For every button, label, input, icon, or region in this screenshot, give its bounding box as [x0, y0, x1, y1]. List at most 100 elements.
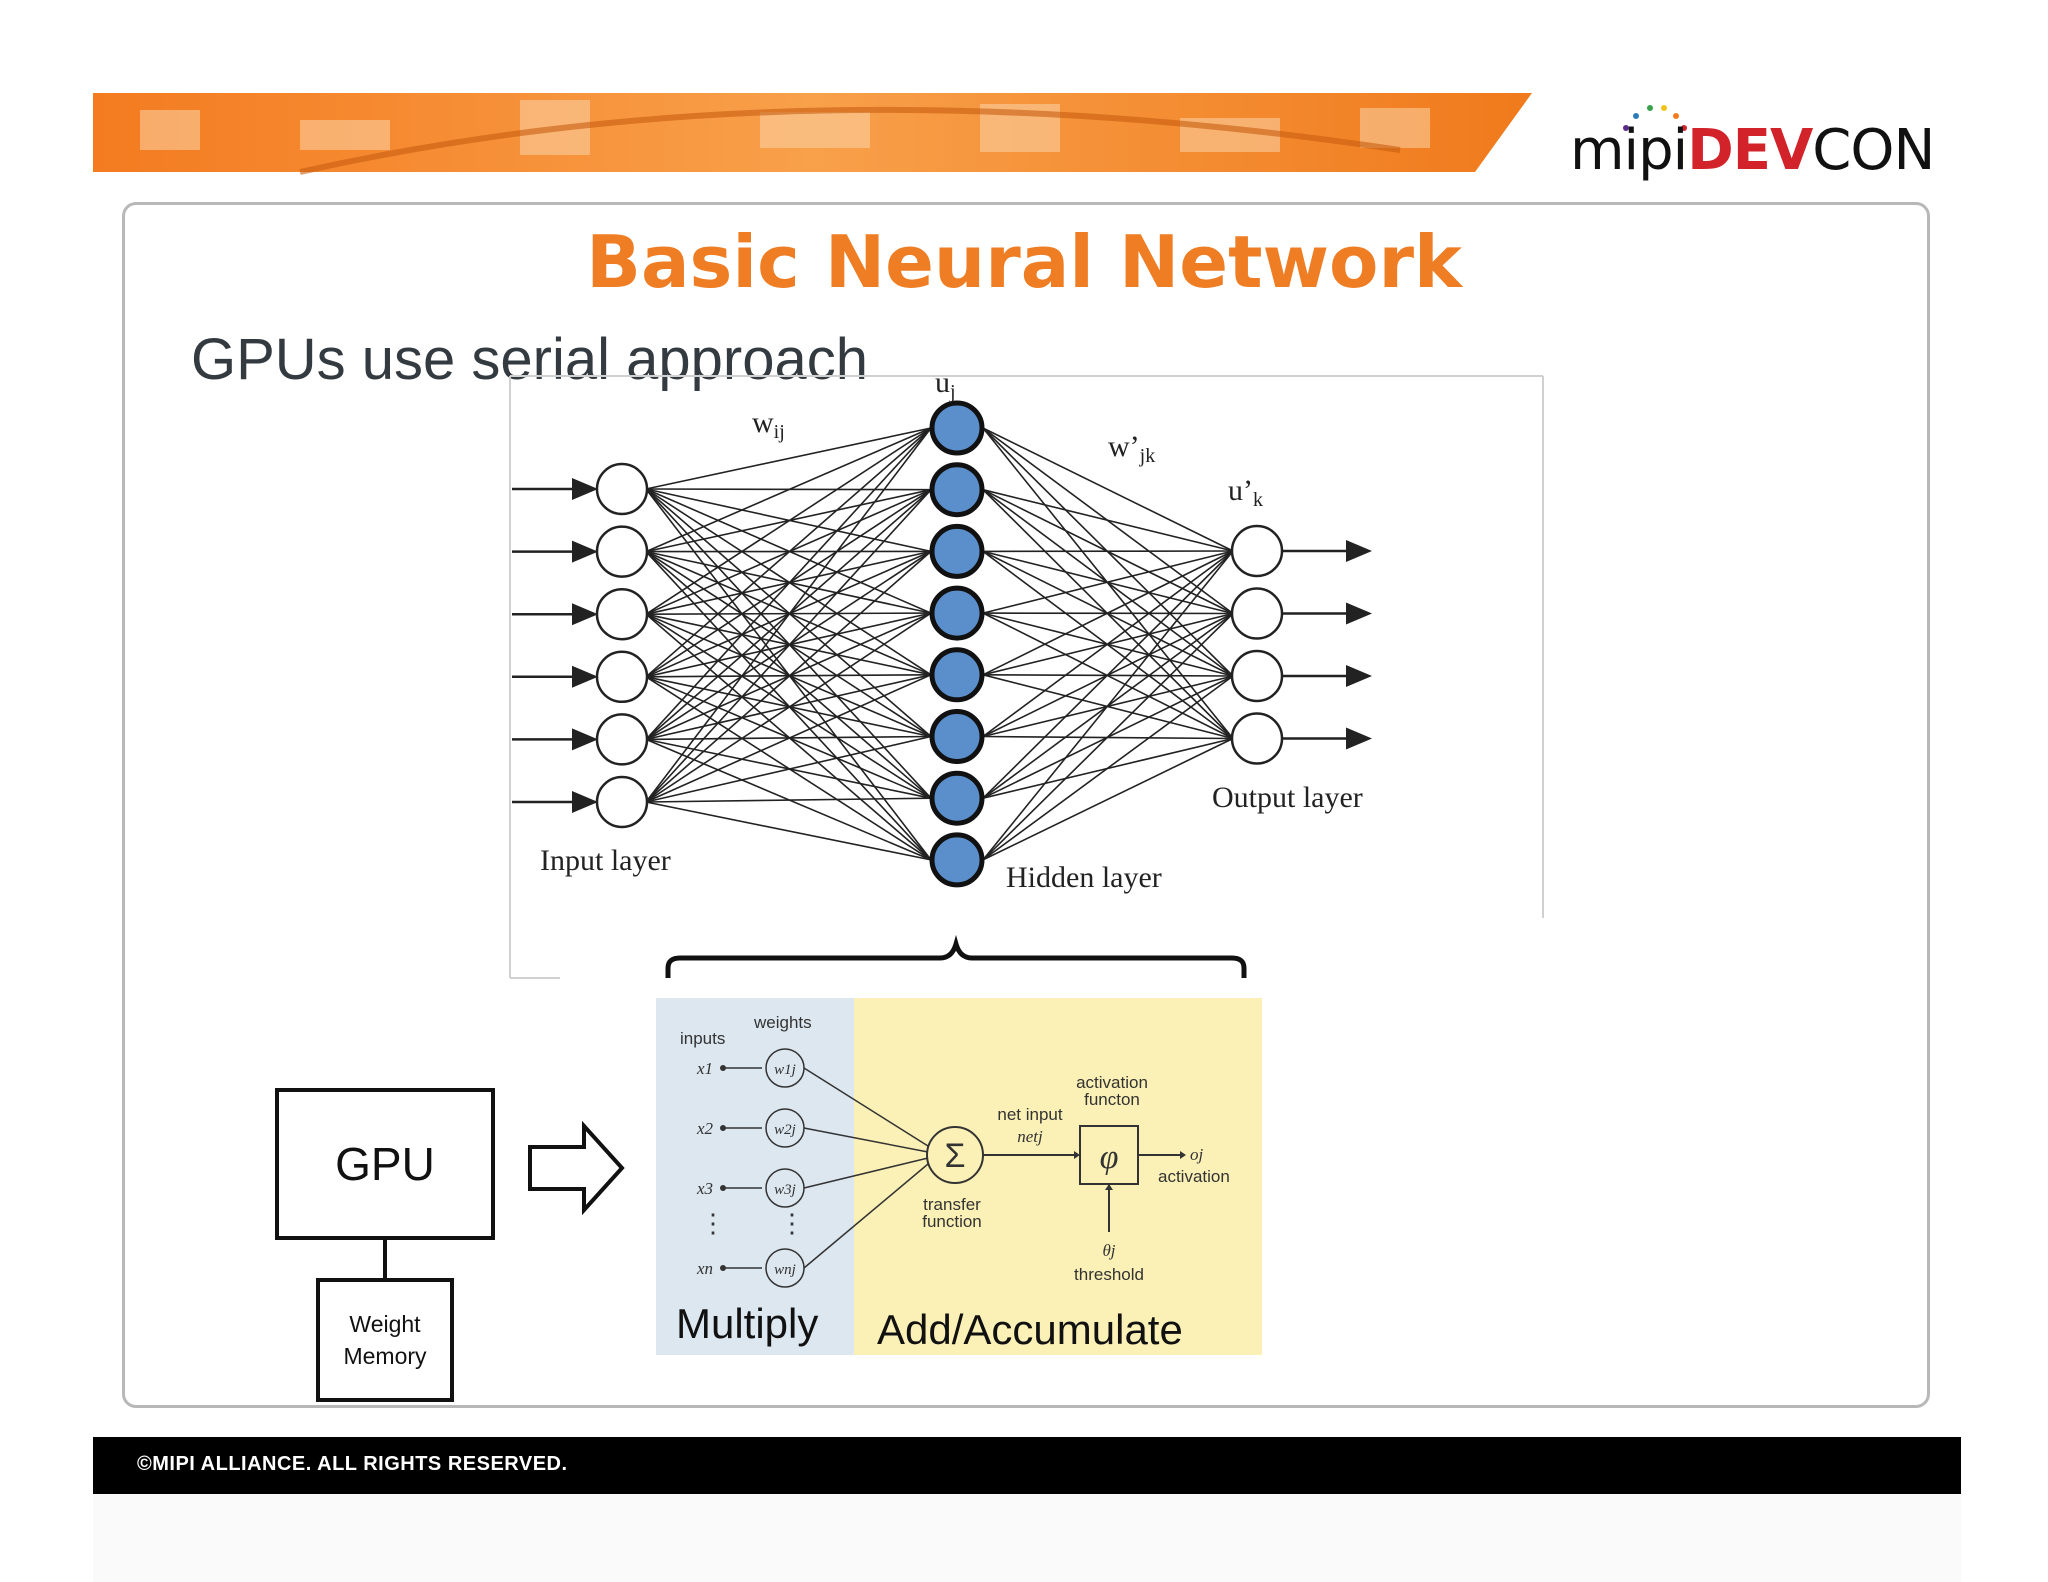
- sigma-symbol: Σ: [944, 1137, 965, 1175]
- label-wjk: w’jk: [1108, 430, 1155, 467]
- multiply-panel: [656, 998, 854, 1355]
- weight-to-sum-line: [803, 1127, 929, 1153]
- output-arrow-head-icon: [1346, 665, 1372, 687]
- edge-input-hidden: [645, 427, 932, 803]
- edge-input-hidden: [645, 550, 932, 803]
- edge-hidden-output: [982, 550, 1234, 676]
- threshold-label: threshold: [1074, 1265, 1144, 1284]
- weight-to-sum-line: [803, 1163, 929, 1269]
- multiply-label: Multiply: [676, 1300, 818, 1347]
- output-node: [1230, 712, 1284, 765]
- output-arrow-head-icon: [1346, 602, 1372, 625]
- label-output-layer: Output layer: [1212, 781, 1363, 814]
- edge-input-hidden: [645, 612, 932, 803]
- label-input-layer: Input layer: [540, 844, 671, 877]
- output-arrow-head-icon: [1346, 727, 1372, 750]
- footer-bar: ©MIPI ALLIANCE. ALL RIGHTS RESERVED.: [93, 1437, 1961, 1494]
- inputs-dots: ⋮: [700, 1209, 726, 1238]
- network-edges: [645, 427, 1234, 861]
- memory-label-1: Weight: [349, 1311, 421, 1337]
- transfer-label-2: function: [922, 1212, 982, 1231]
- curly-brace: [665, 934, 1247, 978]
- hidden-node: [929, 523, 985, 579]
- activation-label: activation: [1158, 1167, 1230, 1186]
- edge-input-hidden: [645, 427, 932, 615]
- phi-symbol: φ: [1100, 1139, 1119, 1176]
- edge-hidden-output: [982, 427, 1234, 552]
- logo-con: CON: [1812, 118, 1935, 183]
- output-node: [1230, 649, 1284, 703]
- edge-hidden-output: [982, 488, 1234, 552]
- gpu-arrow-icon: [528, 1120, 625, 1216]
- input-arrow-head-icon: [572, 665, 598, 688]
- input-node: [595, 713, 649, 766]
- slide-subtitle: GPUs use serial approach: [191, 327, 868, 392]
- weights-dots: ⋮: [779, 1209, 805, 1238]
- edge-hidden-output: [982, 737, 1234, 861]
- network-nodes: [595, 400, 1284, 888]
- label-wij: wij: [752, 406, 785, 443]
- input-symbol: x1: [696, 1059, 713, 1078]
- edge-input-hidden: [645, 489, 932, 803]
- edge-hidden-output: [982, 550, 1234, 738]
- content-frame: [122, 202, 1930, 1408]
- weight-symbol: wnj: [774, 1262, 796, 1278]
- hidden-node: [929, 585, 985, 641]
- weight-symbol: w1j: [774, 1062, 796, 1078]
- input-arrow-head-icon: [572, 603, 598, 626]
- input-symbol: xn: [696, 1259, 713, 1278]
- net-input-label: net input: [997, 1105, 1062, 1124]
- input-arrow-head-icon: [572, 478, 598, 500]
- edge-hidden-output: [982, 675, 1234, 861]
- edge-input-hidden: [645, 801, 932, 861]
- edge-input-hidden: [645, 427, 932, 678]
- edge-input-hidden: [645, 735, 932, 803]
- input-node: [595, 462, 649, 516]
- output-arrow-head-icon: [1346, 540, 1372, 562]
- output-label: oj: [1190, 1145, 1204, 1164]
- mipi-devcon-logo: mipiDEVCON: [1570, 118, 1935, 183]
- weight-symbol: w3j: [774, 1182, 796, 1198]
- input-symbol: x2: [696, 1119, 714, 1138]
- network-arrows: [512, 478, 1372, 813]
- memory-label-2: Memory: [343, 1343, 427, 1369]
- hidden-node: [929, 647, 985, 703]
- output-node: [1230, 524, 1284, 578]
- activation-function-label-1: activation: [1076, 1073, 1148, 1092]
- hidden-node: [929, 400, 985, 456]
- label-uj: uj: [935, 366, 956, 403]
- logo-dev: DEV: [1687, 118, 1813, 183]
- edge-input-hidden: [645, 427, 932, 490]
- input-node: [595, 525, 649, 578]
- slide-title: Basic Neural Network: [586, 220, 1462, 304]
- gpu-memory-connector: [383, 1240, 387, 1278]
- logo-mipi: mipi: [1570, 118, 1688, 183]
- input-node: [595, 650, 649, 704]
- accumulate-panel: [854, 998, 1262, 1355]
- output-node: [1230, 587, 1284, 640]
- input-node: [595, 587, 649, 641]
- label-hidden-layer: Hidden layer: [1006, 861, 1162, 894]
- hidden-node: [929, 832, 985, 888]
- weights-label: weights: [753, 1013, 812, 1032]
- input-symbol: x3: [696, 1179, 713, 1198]
- weight-to-sum-line: [803, 1157, 929, 1189]
- activation-function-label-2: functon: [1084, 1090, 1140, 1109]
- edge-hidden-output: [982, 550, 1234, 614]
- header-banner: [93, 93, 1532, 175]
- input-arrow-head-icon: [572, 728, 598, 751]
- input-node: [595, 775, 649, 829]
- input-arrow-head-icon: [572, 791, 598, 813]
- copyright-text: ©MIPI ALLIANCE. ALL RIGHTS RESERVED.: [137, 1453, 568, 1475]
- threshold-symbol: θj: [1102, 1241, 1115, 1260]
- edge-hidden-output: [982, 612, 1234, 861]
- inputs-label: inputs: [680, 1029, 725, 1048]
- label-uk: u’k: [1228, 474, 1263, 511]
- weight-to-sum-line: [803, 1067, 929, 1147]
- hidden-node: [929, 770, 985, 826]
- edge-hidden-output: [982, 550, 1234, 861]
- hidden-node: [929, 462, 985, 518]
- logo-dots-icon: [1623, 105, 1687, 131]
